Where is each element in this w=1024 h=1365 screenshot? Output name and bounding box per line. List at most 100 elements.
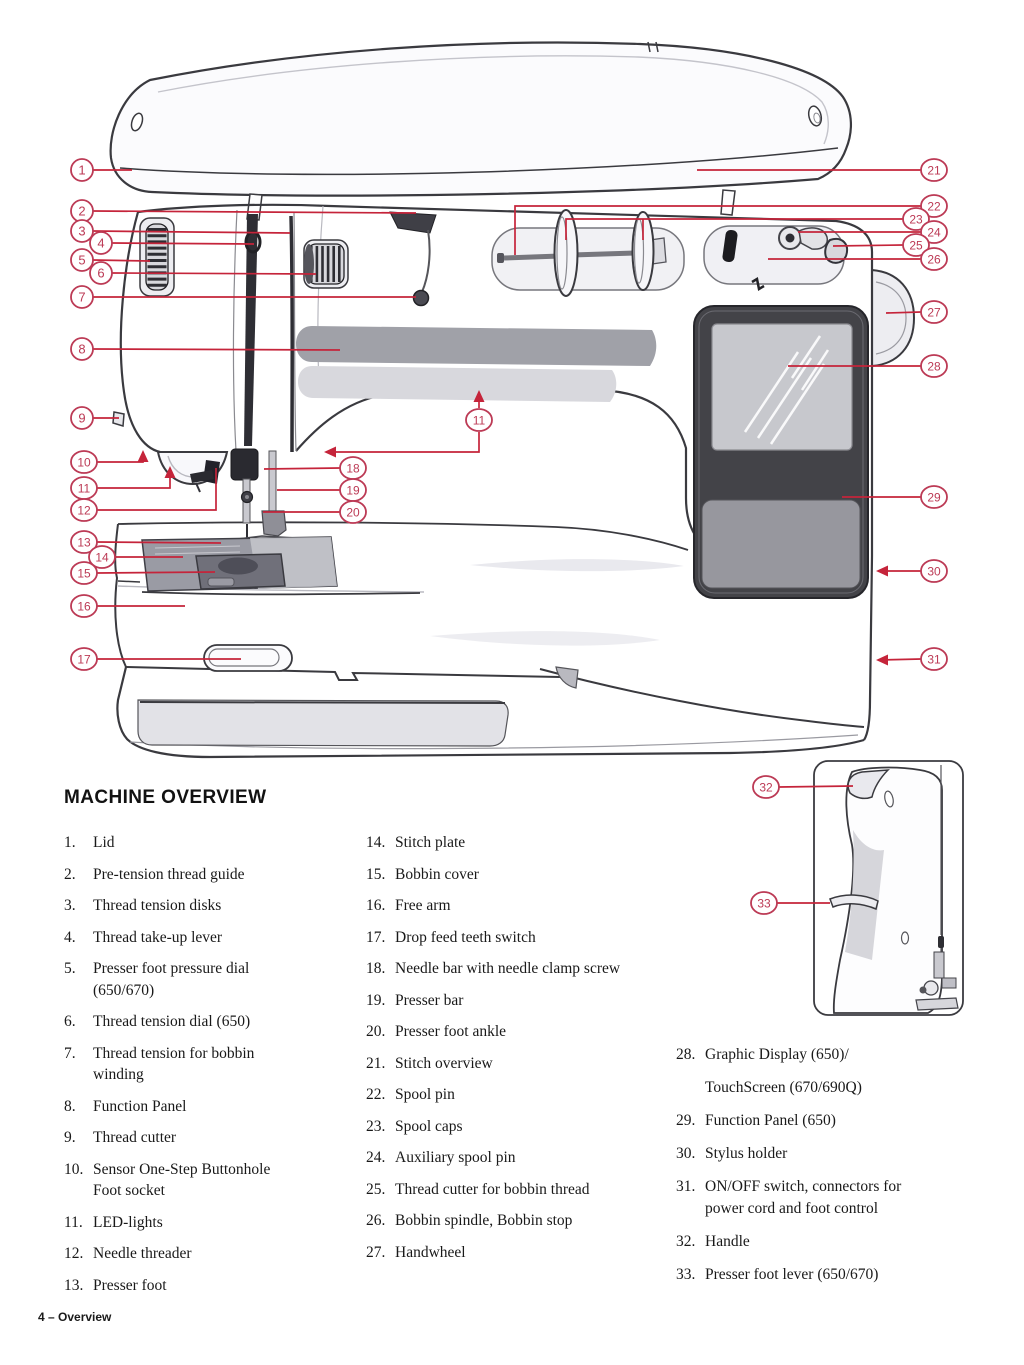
legend-item: 6.Thread tension dial (650)	[64, 1011, 322, 1033]
svg-text:4: 4	[97, 236, 104, 251]
legend-item: 15.Bobbin cover	[366, 864, 666, 886]
svg-text:10: 10	[77, 456, 91, 470]
legend-item-label: Thread cutter	[93, 1129, 177, 1146]
callout-29: 29	[842, 485, 948, 509]
legend-item-label: Graphic Display (650)/	[705, 1046, 849, 1063]
legend-item-number: 16.	[366, 897, 386, 914]
callout-7: 7	[70, 285, 416, 309]
lid	[109, 41, 852, 197]
legend-item: 5. Presser foot pressure dial (650/670)	[64, 958, 322, 1001]
legend-item-number: 4.	[64, 928, 76, 946]
legend-item-number: 5.	[64, 960, 76, 977]
legend-item-label: Presser bar	[395, 991, 464, 1009]
legend-item: 32.Handle	[676, 1231, 992, 1253]
legend-item: 21.Stitch overview	[366, 1053, 666, 1075]
legend-item-label: Free arm	[395, 897, 451, 914]
legend-item: 33.Presser foot lever (650/670)	[676, 1264, 992, 1286]
callout-8: 8	[70, 337, 341, 361]
legend-item-label: TouchScreen (670/690Q)	[705, 1079, 862, 1096]
legend-item-label: Bobbin spindle, Bobbin stop	[395, 1212, 573, 1229]
bobbin-thread-cutter-icon	[824, 238, 848, 264]
legend-item-number: 30.	[676, 1145, 696, 1162]
legend-item: 3.Thread tension disks	[64, 895, 322, 917]
svg-text:29: 29	[927, 491, 941, 505]
legend-item-number: 21.	[366, 1054, 386, 1072]
svg-text:33: 33	[757, 897, 771, 911]
legend-item: 2.Pre-tension thread guide	[64, 864, 322, 886]
legend-item: 30.Stylus holder	[676, 1143, 992, 1165]
callout-10: 10	[70, 450, 149, 474]
callout-3: 3	[70, 219, 291, 243]
legend-item-label: Auxiliary spool pin	[395, 1149, 516, 1166]
callout-28: 28	[788, 354, 948, 378]
machine-diagram: 1234567891011121314151617111819202122232…	[70, 41, 964, 1016]
legend-item: 14.Stitch plate	[366, 832, 666, 854]
legend-item-number: 8.	[64, 1097, 76, 1115]
stitch-plate-group	[141, 536, 421, 596]
auxiliary-spool-pin-icon	[722, 229, 738, 263]
legend-item-label: Needle bar with needle clamp screw	[395, 960, 621, 977]
callout-24: 24	[798, 220, 948, 244]
legend-item-number: 25.	[366, 1180, 386, 1198]
legend-item-number: 3.	[64, 897, 76, 914]
callout-32: 32	[752, 775, 854, 799]
legend-item-number: 28.	[676, 1046, 696, 1063]
legend-item: 16. Free arm	[366, 895, 666, 917]
svg-text:19: 19	[346, 484, 360, 498]
svg-text:30: 30	[927, 565, 941, 579]
callout-layer: 1234567891011121314151617111819202122232…	[70, 158, 948, 915]
legend-item: 11.LED-lights	[64, 1212, 322, 1234]
legend-item-label: Function Panel	[93, 1097, 187, 1115]
callout-20: 20	[263, 500, 367, 524]
legend-item-label: Presser foot ankle	[395, 1023, 507, 1040]
svg-text:32: 32	[759, 781, 773, 795]
legend-item-number: 18.	[366, 960, 386, 977]
legend-item: 4.Thread take-up lever	[64, 927, 322, 949]
legend-item-number: 24.	[366, 1149, 386, 1166]
legend-item-label: Function Panel (650)	[705, 1112, 836, 1129]
legend-item-number: 14.	[366, 834, 386, 851]
legend-item-number: 31.	[676, 1178, 696, 1195]
legend-item-number: 29.	[676, 1112, 696, 1129]
callout-6: 6	[89, 261, 317, 285]
function-panel-band	[296, 326, 657, 402]
legend-item-number: 20.	[366, 1023, 386, 1040]
legend-item-number: 12.	[64, 1245, 84, 1262]
legend-item-label: Sensor One-Step Buttonhole Foot socket	[93, 1160, 271, 1200]
callout-30: 30	[876, 559, 948, 583]
legend-item-number: 26.	[366, 1212, 386, 1229]
bobbin-tension-knob-icon	[412, 289, 430, 307]
graphic-display-screen	[711, 323, 853, 451]
svg-text:2: 2	[78, 204, 85, 219]
legend-item-number: 11.	[64, 1213, 83, 1231]
legend-item-label: Lid	[93, 834, 115, 851]
legend-item-number: 32.	[676, 1233, 696, 1250]
legend-item-number: 1.	[64, 834, 76, 851]
handwheel-icon	[871, 268, 916, 368]
callout-25: 25	[832, 233, 930, 257]
callout-19: 19	[277, 478, 367, 502]
legend-item: 25.Thread cutter for bobbin thread	[366, 1179, 666, 1201]
legend-item-number: 22.	[366, 1086, 386, 1103]
legend-item: 12.Needle threader	[64, 1243, 322, 1265]
presser-bar	[268, 450, 277, 512]
callout-2: 2	[70, 199, 417, 223]
callout-9: 9	[70, 406, 119, 430]
legend-item: 20. Presser foot ankle	[366, 1021, 666, 1043]
legend-item-number	[676, 1077, 705, 1099]
legend-item: 29. Function Panel (650)	[676, 1110, 992, 1132]
svg-text:31: 31	[927, 653, 941, 667]
callout-5: 5	[70, 248, 151, 272]
svg-text:15: 15	[77, 567, 91, 581]
svg-text:6: 6	[97, 266, 104, 281]
legend-item: 8. Function Panel	[64, 1096, 322, 1118]
legend-item: 7.Thread tension for bobbin winding	[64, 1043, 322, 1086]
svg-text:13: 13	[77, 536, 91, 550]
legend-item-label: Presser foot lever (650/670)	[705, 1266, 879, 1283]
callout-26: 26	[768, 247, 948, 271]
svg-text:23: 23	[909, 213, 923, 227]
callout-31: 31	[876, 647, 948, 671]
legend-item-label: Presser foot pressure dial (650/670)	[93, 960, 250, 999]
svg-text:5: 5	[78, 253, 85, 268]
legend-item: 13.Presser foot	[64, 1275, 322, 1297]
